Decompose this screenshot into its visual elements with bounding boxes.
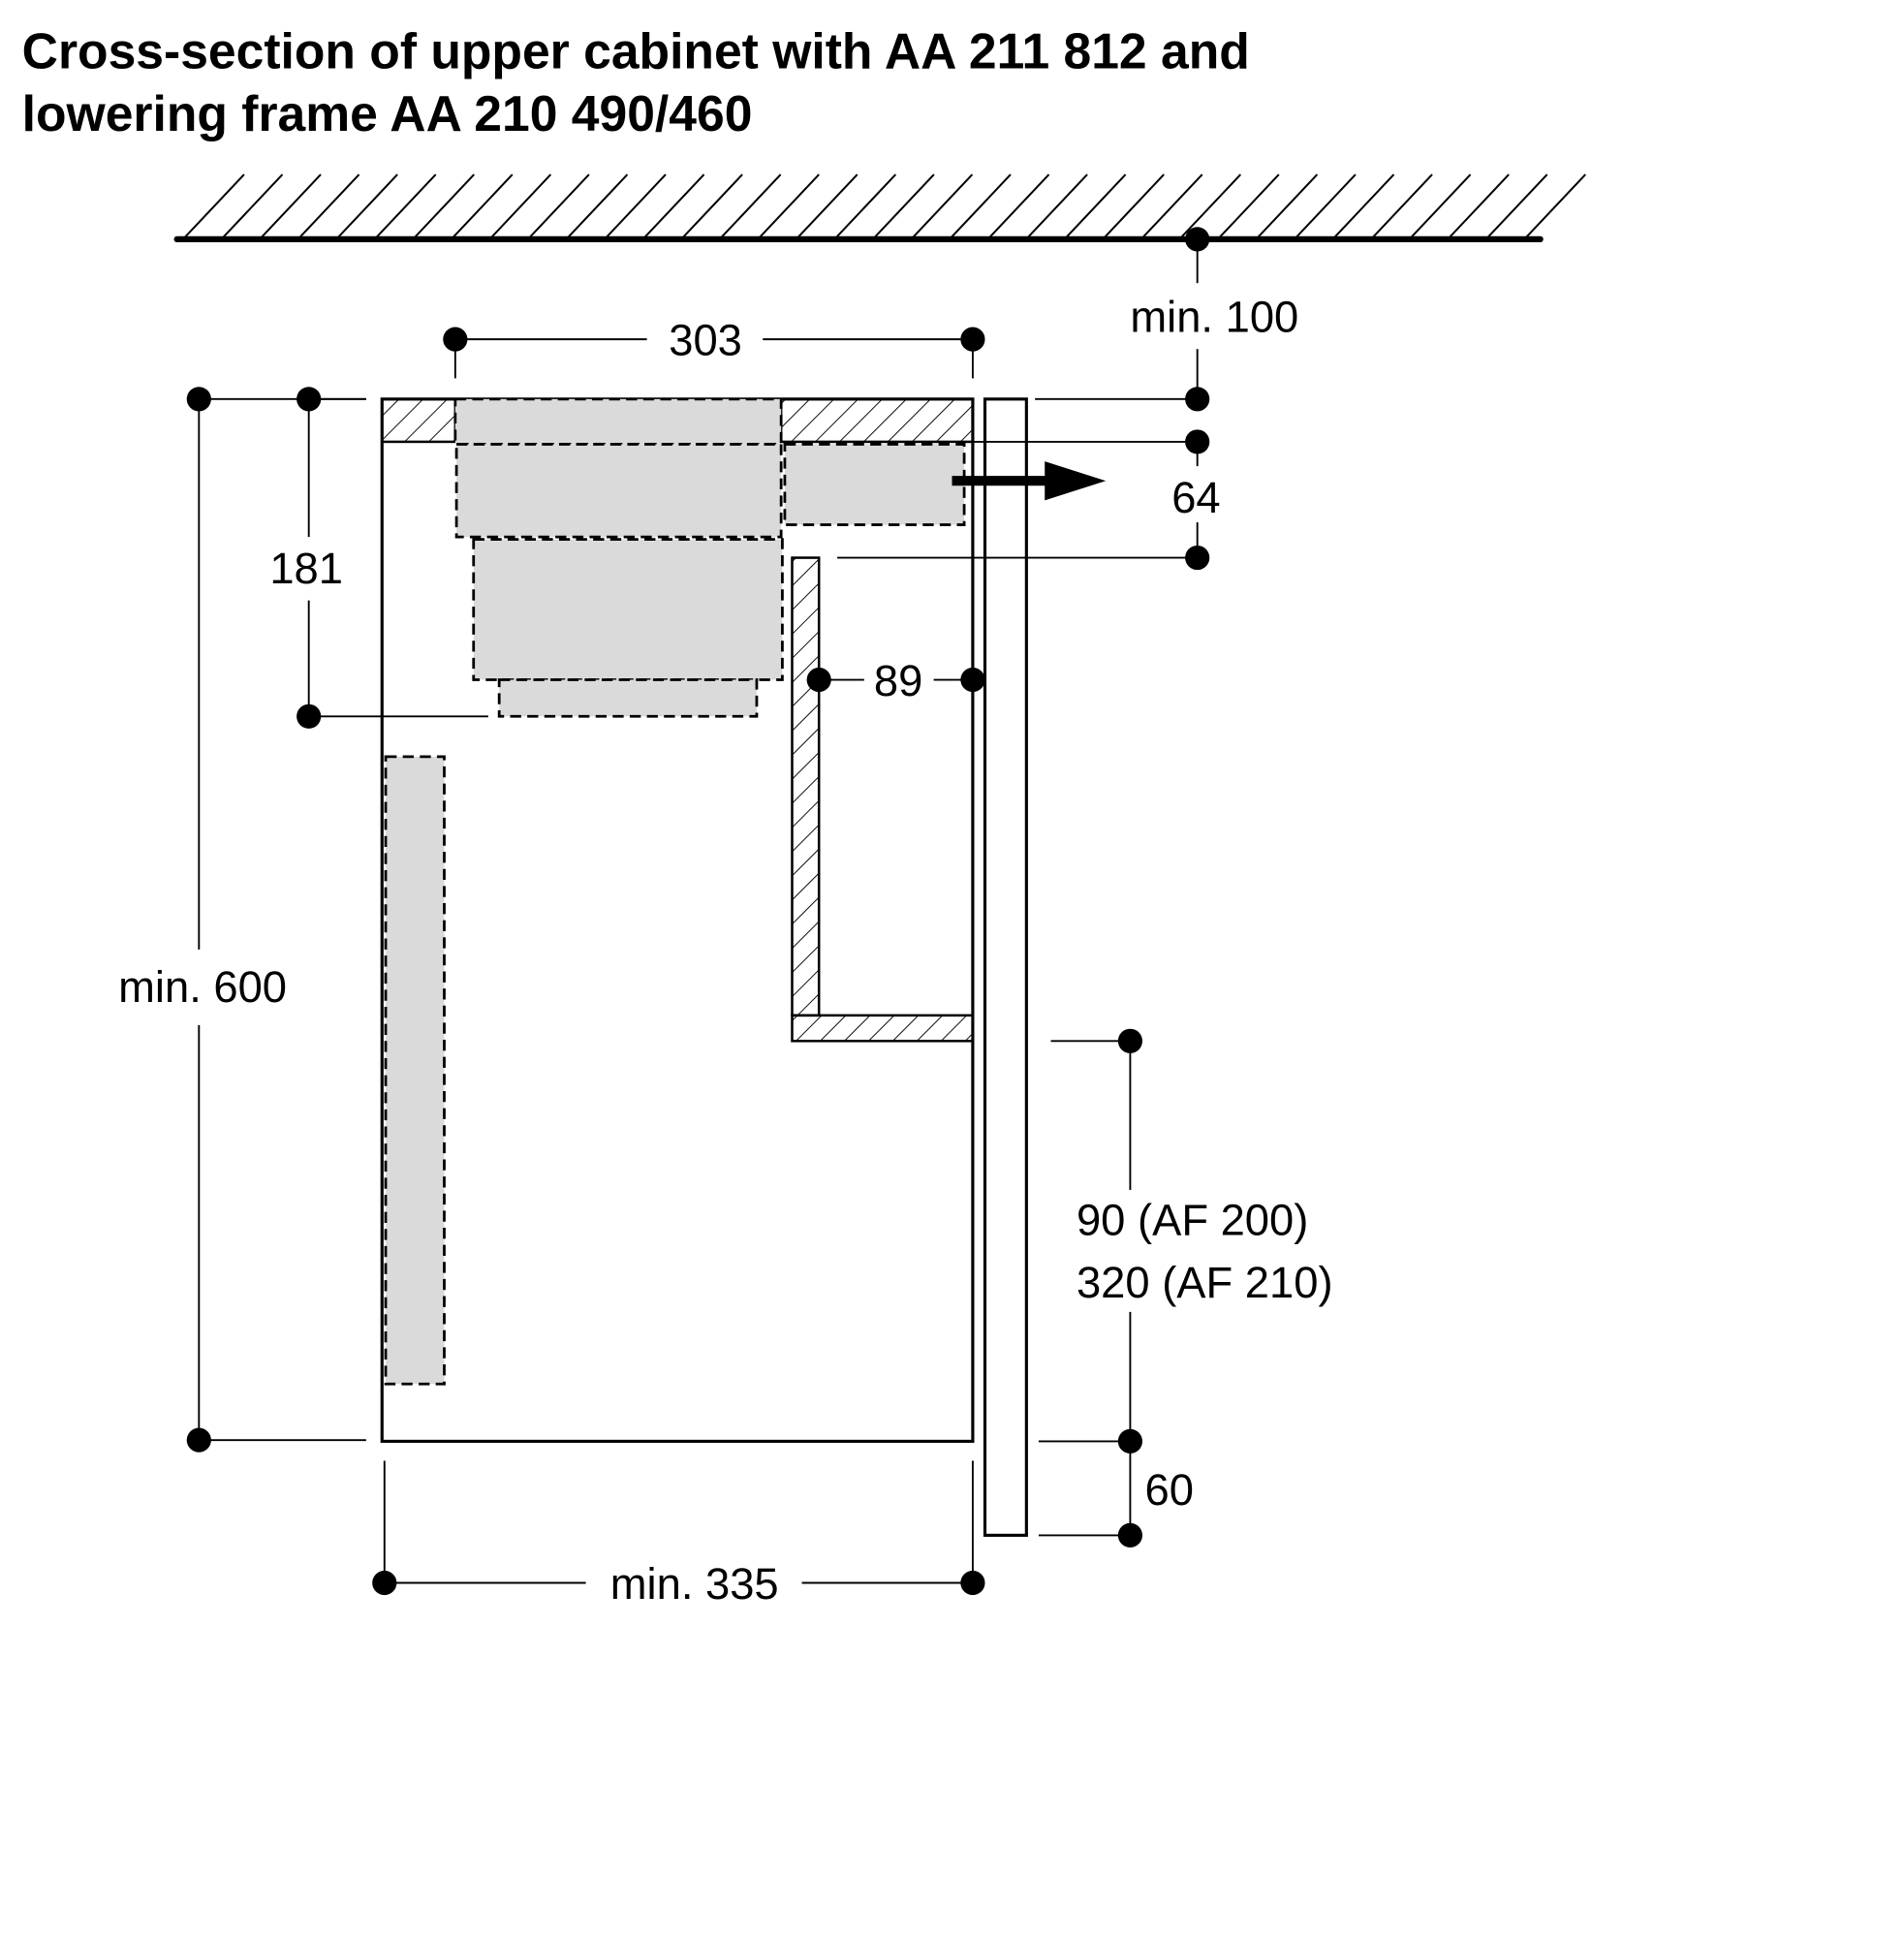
- ceiling-hatch-line: [680, 173, 743, 240]
- inner-shelf-board: [791, 1014, 975, 1043]
- ceiling-hatch-line: [1484, 173, 1548, 240]
- ceiling-hatch-line: [910, 173, 974, 240]
- ceiling-hatch-line: [373, 173, 437, 240]
- ceiling-hatch-line: [488, 173, 552, 240]
- ceiling-hatch-line: [1140, 173, 1203, 240]
- dimension-min-335: min. 335: [372, 1460, 985, 1609]
- hood-blower: [454, 443, 783, 539]
- exhaust-duct: [783, 443, 966, 526]
- airflow-arrow-icon: [952, 461, 1107, 501]
- ceiling-hatch-line: [604, 173, 667, 240]
- hood-body: [472, 538, 784, 681]
- hood-bottom: [497, 678, 759, 718]
- ceiling-hatch-line: [297, 173, 360, 240]
- ceiling-hatch-line: [1255, 173, 1319, 240]
- label-89: 89: [874, 656, 922, 705]
- ceiling-hatch-line: [1447, 173, 1510, 240]
- lowering-frame-part: [384, 755, 446, 1386]
- ceiling-hatch-line: [1025, 173, 1088, 240]
- cabinet-top-board-left: [381, 397, 457, 444]
- ceiling-hatch-line: [1370, 173, 1433, 240]
- label-min-600: min. 600: [118, 962, 287, 1012]
- ceiling-hatch: [182, 173, 1586, 240]
- label-320-af210: 320 (AF 210): [1077, 1258, 1333, 1307]
- title-line-1: Cross-section of upper cabinet with AA 2…: [22, 23, 1250, 79]
- ceiling-hatch-line: [949, 173, 1012, 240]
- ceiling-hatch-line: [757, 173, 820, 240]
- ceiling-hatch-line: [1178, 173, 1242, 240]
- title-line-2: lowering frame AA 210 490/460: [22, 85, 753, 141]
- ceiling-hatch-line: [1063, 173, 1127, 240]
- label-90-af200: 90 (AF 200): [1077, 1196, 1308, 1245]
- ceiling-hatch-line: [872, 173, 935, 240]
- dimension-89: 89: [806, 656, 985, 705]
- ceiling-hatch-line: [412, 173, 475, 240]
- ceiling-hatch-line: [796, 173, 858, 240]
- ceiling-hatch-line: [1523, 173, 1586, 240]
- dimension-60: 60: [1038, 1428, 1194, 1547]
- inner-vertical-board: [791, 556, 821, 1017]
- dimension-303: 303: [443, 316, 985, 379]
- label-60: 60: [1144, 1465, 1193, 1515]
- cabinet-top-board-right: [779, 397, 975, 444]
- ceiling-hatch-line: [1331, 173, 1395, 240]
- ceiling-hatch-line: [220, 173, 284, 240]
- ceiling-hatch-line: [259, 173, 322, 240]
- dimension-ceiling-gap: min. 100: [1035, 227, 1298, 412]
- label-181: 181: [269, 544, 343, 593]
- ceiling-hatch-line: [986, 173, 1050, 240]
- label-min-100: min. 100: [1130, 293, 1298, 342]
- ceiling-hatch-line: [451, 173, 514, 240]
- hood-top-part: [453, 397, 783, 446]
- ceiling-hatch-line: [335, 173, 398, 240]
- ceiling-hatch-line: [1294, 173, 1357, 240]
- label-min-335: min. 335: [610, 1559, 779, 1609]
- ceiling-hatch-line: [1217, 173, 1280, 240]
- ceiling-hatch-line: [833, 173, 897, 240]
- ceiling-hatch-line: [1408, 173, 1472, 240]
- ceiling-hatch-line: [641, 173, 705, 240]
- ceiling-hatch-line: [565, 173, 629, 240]
- cabinet-door: [983, 397, 1028, 1537]
- dimension-64: 64: [837, 429, 1221, 571]
- dimension-lowering-height: 90 (AF 200) 320 (AF 210): [1038, 1028, 1333, 1443]
- dimension-min-600: min. 600: [118, 387, 366, 1453]
- ceiling-hatch-line: [718, 173, 782, 240]
- label-64: 64: [1171, 473, 1220, 522]
- ceiling-hatch-line: [1102, 173, 1165, 240]
- ceiling-hatch-line: [182, 173, 245, 240]
- label-303: 303: [669, 316, 742, 365]
- ceiling-hatch-line: [527, 173, 590, 240]
